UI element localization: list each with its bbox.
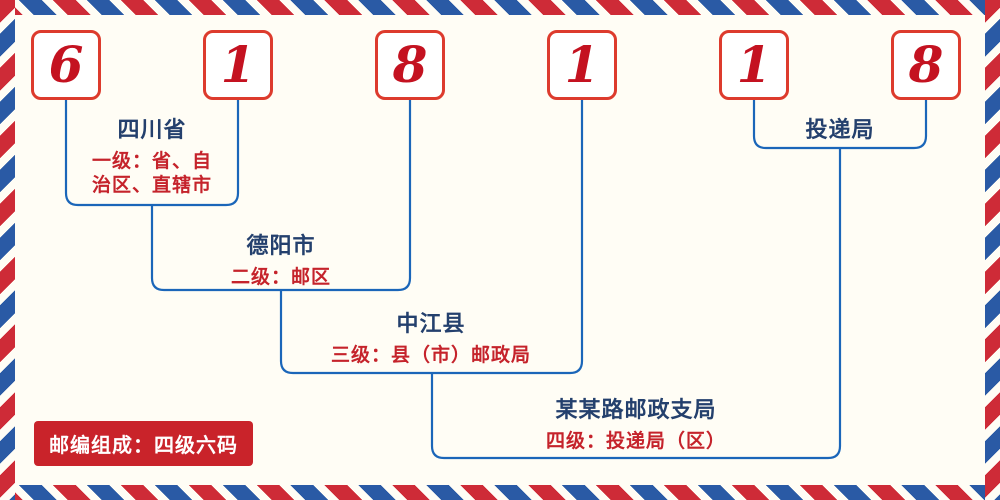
postal-digit-box-5: 1 <box>719 30 789 100</box>
level1-region-name: 四川省 <box>117 118 187 143</box>
postal-digit-1: 6 <box>48 35 84 94</box>
level3-region-name: 中江县 <box>396 312 466 337</box>
annotation-level3: 中江县 三级：县（市）邮政局 <box>331 306 531 368</box>
airmail-border-right <box>985 0 1000 500</box>
level1-desc-line1: 一级：省、自 <box>91 150 213 172</box>
postal-digit-box-1: 6 <box>31 30 101 100</box>
level2-desc: 二级：邮区 <box>230 266 332 288</box>
bracket-level4-delivery <box>430 148 842 460</box>
airmail-border-left <box>0 0 15 500</box>
airmail-border-bottom <box>0 485 1000 500</box>
postal-digit-6: 8 <box>908 35 944 94</box>
postal-digit-box-3: 8 <box>375 30 445 100</box>
level4-branch-name: 某某路邮政支局 <box>555 398 717 423</box>
postcode-composition-badge: 邮编组成：四级六码 <box>34 421 253 466</box>
annotation-level1: 四川省 一级：省、自 治区、直辖市 <box>92 112 212 198</box>
level1-desc-line2: 治区、直辖市 <box>91 173 213 196</box>
postal-digit-3: 8 <box>392 35 428 94</box>
postal-digit-4: 1 <box>564 35 600 94</box>
airmail-border-top <box>0 0 1000 15</box>
annotation-level2: 德阳市 二级：邮区 <box>231 228 331 290</box>
annotation-level4: 某某路邮政支局 四级：投递局（区） <box>546 392 726 454</box>
postal-digit-2: 1 <box>220 35 256 94</box>
postal-digit-box-6: 8 <box>891 30 961 100</box>
annotation-delivery-bureau: 投递局 <box>805 112 874 150</box>
level3-desc: 三级：县（市）邮政局 <box>330 344 532 366</box>
level4-desc: 四级：投递局（区） <box>545 430 727 452</box>
postal-digit-box-2: 1 <box>203 30 273 100</box>
level2-region-name: 德阳市 <box>246 234 316 259</box>
postal-digit-5: 1 <box>736 35 772 94</box>
delivery-bureau-name: 投递局 <box>805 118 875 143</box>
postal-digit-box-4: 1 <box>547 30 617 100</box>
